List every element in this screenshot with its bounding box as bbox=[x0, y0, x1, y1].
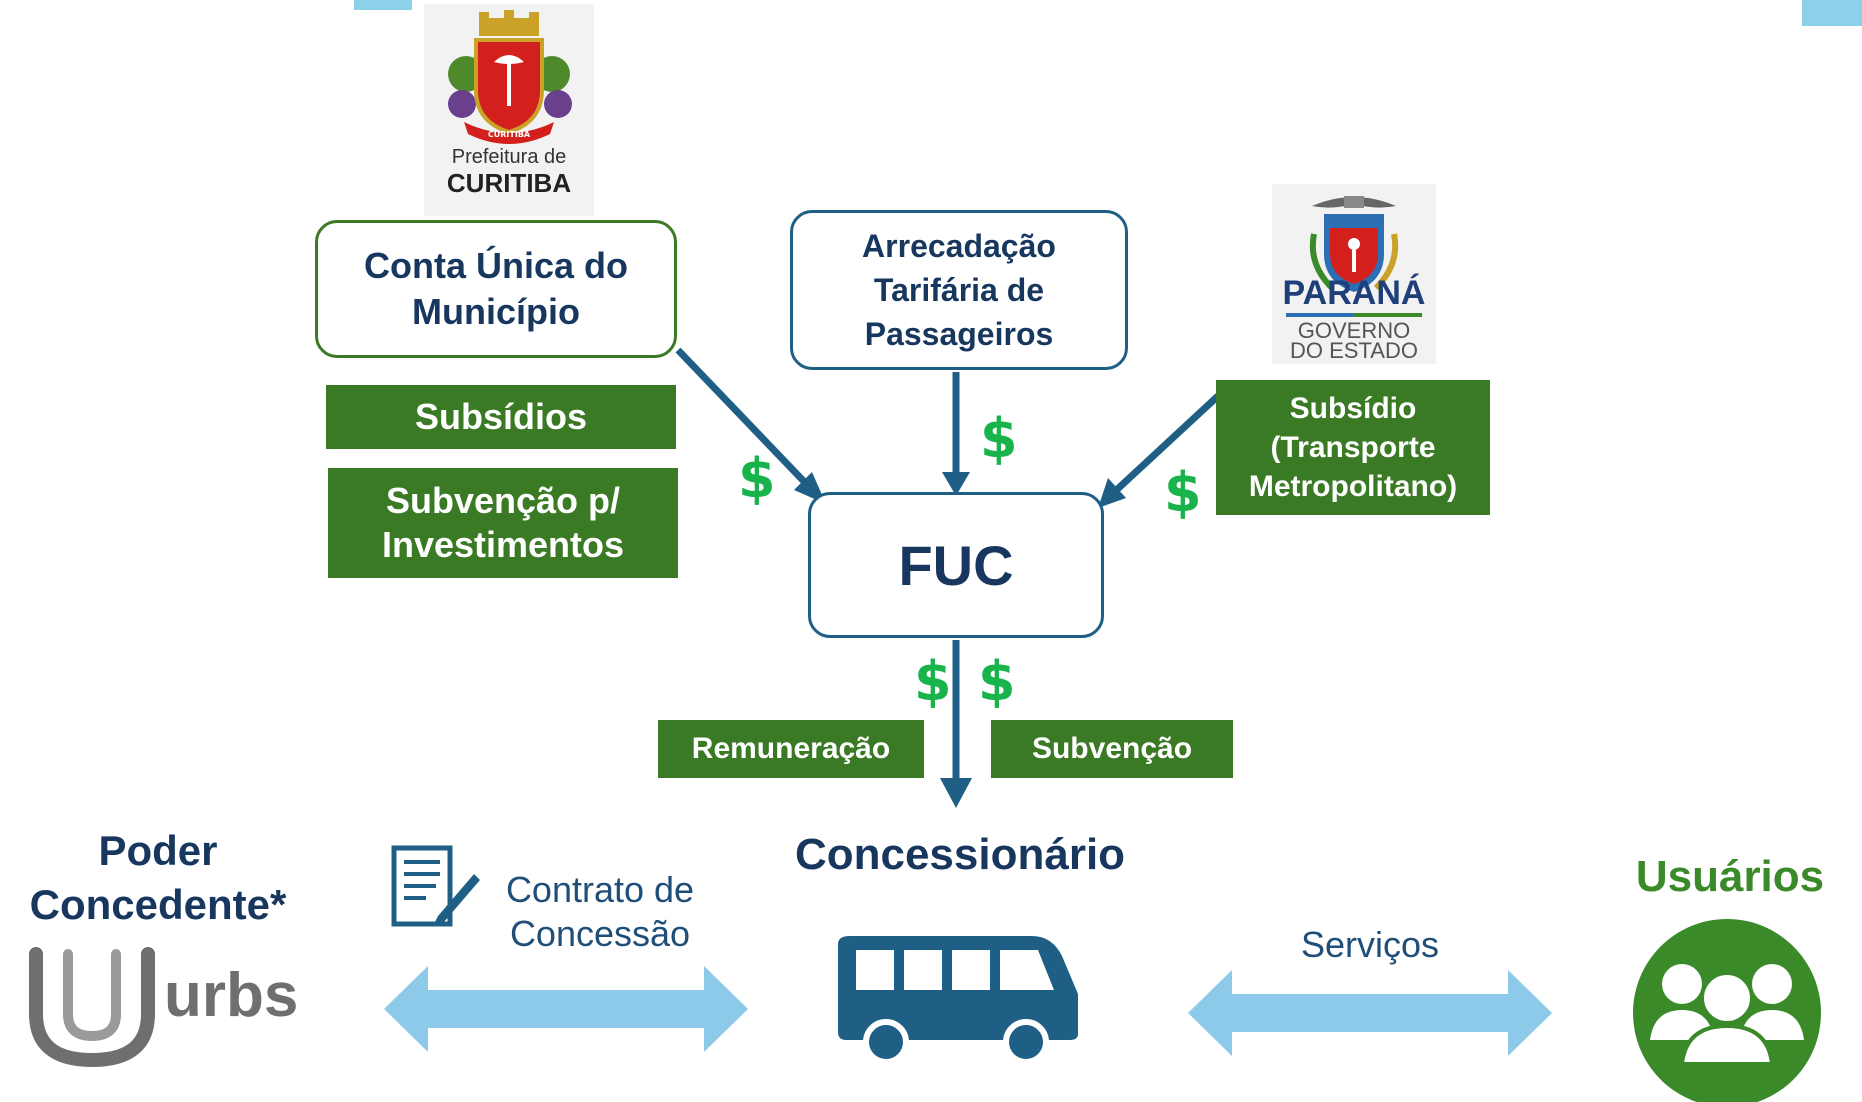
parana-logo-divider bbox=[1286, 313, 1422, 317]
curitiba-logo: CURITIBA Prefeitura de CURITIBA bbox=[424, 4, 594, 216]
curitiba-coat-of-arms-icon: CURITIBA bbox=[448, 10, 572, 144]
urbs-logo: urbs bbox=[28, 944, 308, 1070]
arrow-subsidio-to-fuc bbox=[1107, 393, 1221, 499]
parana-logo-name: PARANÁ bbox=[1282, 274, 1426, 312]
usuarios-title: Usuários bbox=[1635, 852, 1825, 901]
arrowhead-subsidio bbox=[1098, 478, 1126, 508]
dollar-subvencao: $ bbox=[978, 650, 1016, 713]
corner-accent-left bbox=[354, 0, 412, 10]
dollar-conta: $ bbox=[738, 447, 776, 510]
subsidios-label: Subsídios bbox=[326, 385, 676, 449]
servicos-label: Serviços bbox=[1300, 924, 1440, 965]
document-icon bbox=[390, 844, 482, 930]
conta-unica-label: Conta Única do Município bbox=[363, 245, 628, 332]
poder-concedente-title: Poder Concedente* bbox=[29, 827, 287, 928]
servicos-double-arrow bbox=[1188, 970, 1552, 1056]
users-icon bbox=[1632, 918, 1822, 1102]
arrecadacao-label: Arrecadação Tarifária de Passageiros bbox=[862, 228, 1056, 352]
concessionario-title: Concessionário bbox=[794, 830, 1126, 879]
fuc-label: FUC bbox=[898, 533, 1014, 597]
subvencao-label: Subvenção bbox=[991, 720, 1233, 778]
arrowhead-concessionario bbox=[940, 778, 972, 808]
fuc-box: FUC bbox=[808, 492, 1104, 638]
arrow-conta-to-fuc bbox=[675, 347, 819, 497]
curitiba-logo-line2: CURITIBA bbox=[446, 168, 572, 198]
arrowhead-arrecadacao bbox=[942, 472, 970, 496]
contrato-label: Contrato de Concessão bbox=[505, 869, 695, 954]
parana-logo-line2: GOVERNO bbox=[1297, 318, 1411, 343]
arrecadacao-box: Arrecadação Tarifária de Passageiros bbox=[790, 210, 1128, 370]
conta-unica-box: Conta Única do Município bbox=[315, 220, 677, 358]
remuneracao-label: Remuneração bbox=[658, 720, 924, 778]
dollar-metropolitano: $ bbox=[1164, 461, 1202, 524]
dollar-remuneracao: $ bbox=[914, 650, 952, 713]
curitiba-logo-line1: Prefeitura de bbox=[451, 146, 567, 168]
parana-logo-line3: DO ESTADO bbox=[1290, 338, 1418, 363]
contrato-double-arrow bbox=[384, 966, 748, 1052]
parana-coat-of-arms-icon bbox=[1309, 196, 1399, 292]
urbs-logo-icon bbox=[29, 947, 155, 1068]
corner-accent-right bbox=[1802, 0, 1862, 26]
subvencao-investimentos-label: Subvenção p/ Investimentos bbox=[328, 468, 678, 578]
parana-logo: PARANÁ GOVERNO DO ESTADO bbox=[1272, 184, 1436, 364]
bus-icon bbox=[830, 934, 1082, 1064]
shield-ribbon-text: CURITIBA bbox=[488, 130, 531, 139]
urbs-logo-text: urbs bbox=[164, 961, 299, 1030]
double-arrow-icon bbox=[384, 966, 748, 1052]
dollar-arrecadacao: $ bbox=[980, 407, 1018, 470]
subsidio-metropolitano-label: Subsídio (Transporte Metropolitano) bbox=[1216, 380, 1490, 515]
double-arrow-icon bbox=[1188, 970, 1552, 1056]
